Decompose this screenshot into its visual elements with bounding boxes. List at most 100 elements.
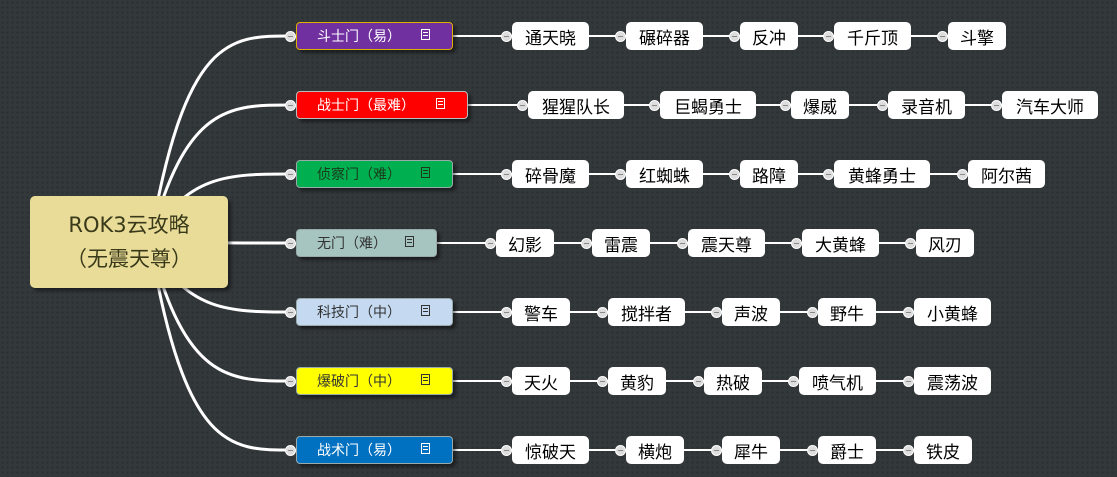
collapse-toggle[interactable]: [517, 100, 528, 111]
collapse-toggle[interactable]: [649, 100, 660, 111]
root-title: ROK3云攻略: [68, 213, 190, 237]
collapse-toggle[interactable]: [823, 169, 834, 180]
leaf-topic[interactable]: 爆威: [791, 91, 849, 119]
leaf-topic[interactable]: 碎骨魔: [512, 160, 589, 188]
collapse-toggle[interactable]: [957, 169, 968, 180]
leaf-topic[interactable]: 汽车大师: [1002, 91, 1098, 119]
collapse-toggle[interactable]: [903, 376, 914, 387]
collapse-toggle[interactable]: [285, 238, 296, 249]
collapse-toggle[interactable]: [501, 31, 512, 42]
leaf-topic[interactable]: 横炮: [626, 436, 684, 464]
collapse-toggle[interactable]: [729, 169, 740, 180]
collapse-toggle[interactable]: [711, 307, 722, 318]
collapse-toggle[interactable]: [937, 31, 948, 42]
connector: [148, 241, 291, 452]
collapse-toggle[interactable]: [780, 100, 791, 111]
branch-label: 斗士门（易）: [317, 29, 401, 45]
collapse-toggle[interactable]: [991, 100, 1002, 111]
branch-label: 战术门（易）: [317, 443, 401, 459]
leaf-topic[interactable]: 猩猩队长: [528, 91, 624, 119]
note-icon[interactable]: [421, 29, 430, 40]
collapse-toggle[interactable]: [501, 307, 512, 318]
leaf-topic[interactable]: 黄蜂勇士: [834, 160, 930, 188]
leaf-topic[interactable]: 反冲: [740, 22, 798, 50]
note-icon[interactable]: [421, 167, 430, 178]
collapse-toggle[interactable]: [501, 445, 512, 456]
leaf-topic[interactable]: 热破: [704, 367, 762, 395]
collapse-toggle[interactable]: [877, 100, 888, 111]
note-icon[interactable]: [405, 236, 414, 247]
leaf-topic[interactable]: 碾碎器: [626, 22, 703, 50]
collapse-toggle[interactable]: [693, 376, 704, 387]
collapse-toggle[interactable]: [285, 376, 296, 387]
collapse-toggle[interactable]: [501, 376, 512, 387]
leaf-topic[interactable]: 红蜘蛛: [626, 160, 703, 188]
collapse-toggle[interactable]: [903, 445, 914, 456]
collapse-toggle[interactable]: [791, 238, 802, 249]
collapse-toggle[interactable]: [615, 31, 626, 42]
collapse-toggle[interactable]: [485, 238, 496, 249]
leaf-topic[interactable]: 震天尊: [688, 229, 765, 257]
branch-topic[interactable]: 无门（难）: [296, 229, 437, 257]
leaf-topic[interactable]: 小黄蜂: [914, 298, 991, 326]
leaf-topic[interactable]: 风刃: [916, 229, 974, 257]
collapse-toggle[interactable]: [677, 238, 688, 249]
leaf-topic[interactable]: 路障: [740, 160, 798, 188]
leaf-topic[interactable]: 惊破天: [512, 436, 589, 464]
note-icon[interactable]: [421, 305, 430, 316]
note-icon[interactable]: [436, 98, 445, 109]
leaf-topic[interactable]: 天火: [512, 367, 570, 395]
collapse-toggle[interactable]: [615, 169, 626, 180]
collapse-toggle[interactable]: [788, 376, 799, 387]
collapse-toggle[interactable]: [615, 445, 626, 456]
collapse-toggle[interactable]: [807, 445, 818, 456]
branch-label: 无门（难）: [317, 236, 387, 252]
leaf-topic[interactable]: 野牛: [818, 298, 876, 326]
collapse-toggle[interactable]: [905, 238, 916, 249]
root-topic[interactable]: ROK3云攻略 （无震天尊）: [30, 196, 228, 288]
leaf-topic[interactable]: 警车: [512, 298, 570, 326]
collapse-toggle[interactable]: [711, 445, 722, 456]
branch-topic[interactable]: 侦察门（难）: [296, 160, 453, 188]
collapse-toggle[interactable]: [285, 169, 296, 180]
collapse-toggle[interactable]: [903, 307, 914, 318]
collapse-toggle[interactable]: [581, 238, 592, 249]
collapse-toggle[interactable]: [597, 307, 608, 318]
leaf-topic[interactable]: 巨蝎勇士: [660, 91, 756, 119]
leaf-topic[interactable]: 震荡波: [914, 367, 991, 395]
leaf-topic[interactable]: 黄豹: [608, 367, 666, 395]
collapse-toggle[interactable]: [823, 31, 834, 42]
collapse-toggle[interactable]: [285, 31, 296, 42]
collapse-toggle[interactable]: [807, 307, 818, 318]
leaf-topic[interactable]: 声波: [722, 298, 780, 326]
leaf-topic[interactable]: 犀牛: [722, 436, 780, 464]
branch-topic[interactable]: 斗士门（易）: [296, 22, 453, 50]
leaf-topic[interactable]: 斗擎: [948, 22, 1006, 50]
leaf-topic[interactable]: 大黄蜂: [802, 229, 879, 257]
collapse-toggle[interactable]: [285, 307, 296, 318]
leaf-topic[interactable]: 搅拌者: [608, 298, 685, 326]
collapse-toggle[interactable]: [597, 376, 608, 387]
collapse-toggle[interactable]: [285, 100, 296, 111]
branch-topic[interactable]: 科技门（中）: [296, 298, 453, 326]
leaf-topic[interactable]: 阿尔茜: [968, 160, 1045, 188]
collapse-toggle[interactable]: [501, 169, 512, 180]
branch-label: 战士门（最难）: [317, 98, 415, 114]
branch-topic[interactable]: 战术门（易）: [296, 436, 453, 464]
branch-topic[interactable]: 爆破门（中）: [296, 367, 453, 395]
branch-topic[interactable]: 战士门（最难）: [296, 91, 468, 119]
leaf-topic[interactable]: 爵士: [818, 436, 876, 464]
leaf-topic[interactable]: 幻影: [496, 229, 554, 257]
leaf-topic[interactable]: 铁皮: [914, 436, 972, 464]
note-icon[interactable]: [421, 374, 430, 385]
leaf-topic[interactable]: 雷震: [592, 229, 650, 257]
leaf-topic[interactable]: 喷气机: [799, 367, 876, 395]
note-icon[interactable]: [421, 443, 430, 454]
collapse-toggle[interactable]: [285, 445, 296, 456]
leaf-topic[interactable]: 录音机: [888, 91, 965, 119]
leaf-topic[interactable]: 千斤顶: [834, 22, 911, 50]
leaf-topic[interactable]: 通天晓: [512, 22, 589, 50]
root-subtitle: （无震天尊）: [66, 247, 192, 271]
collapse-toggle[interactable]: [729, 31, 740, 42]
connector: [148, 34, 291, 243]
